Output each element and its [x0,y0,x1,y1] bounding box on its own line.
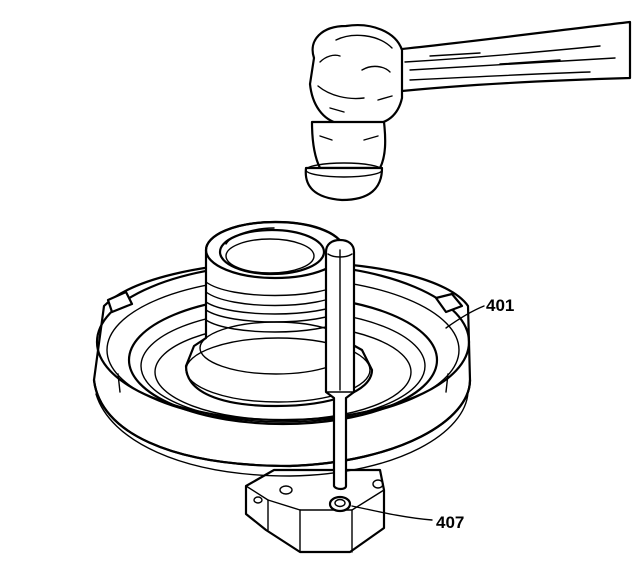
hammer [304,20,632,202]
plug-407 [328,495,352,513]
callout-leader-401 [445,305,485,329]
callout-401-label: 401 [486,296,514,315]
housing-401 [92,220,472,554]
mounting-block [244,468,386,554]
callout-leader-407 [351,505,433,521]
hammer-handle [390,20,632,94]
callout-407-label: 407 [436,513,464,532]
pin-punch [324,238,356,491]
hammer-head [304,24,404,202]
